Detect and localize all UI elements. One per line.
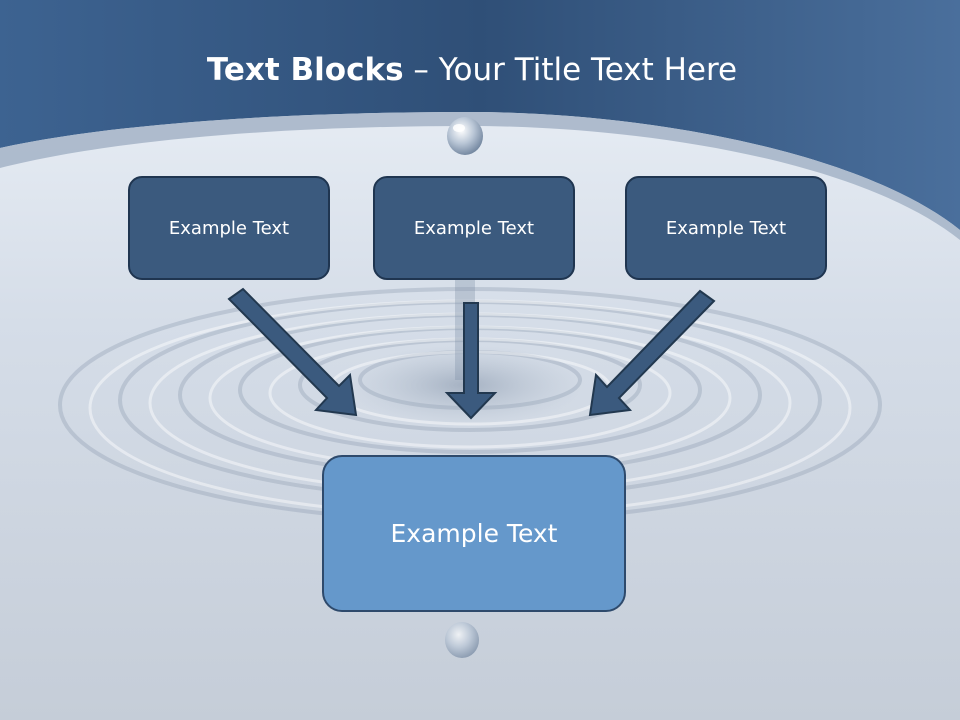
text-block-2-label: Example Text — [413, 217, 535, 239]
water-drop-icon — [447, 117, 483, 155]
arrow-right — [588, 289, 716, 417]
title-dash: – — [403, 52, 439, 88]
slide-title: Text Blocks – Your Title Text Here — [0, 52, 944, 88]
text-block-3-label: Example Text — [665, 217, 787, 239]
text-block-1-label: Example Text — [168, 217, 290, 239]
title-rest: Your Title Text Here — [438, 52, 738, 88]
text-block-2: Example Text — [373, 176, 575, 280]
result-block-label: Example Text — [390, 519, 558, 548]
arrow-center — [444, 302, 498, 420]
header-highlight-arc — [0, 112, 960, 240]
arrow-left — [227, 287, 358, 417]
header-band — [0, 0, 960, 230]
water-drop-reflection-icon — [445, 622, 479, 658]
text-block-1: Example Text — [128, 176, 330, 280]
text-block-3: Example Text — [625, 176, 827, 280]
result-block: Example Text — [322, 455, 626, 612]
title-bold-part: Text Blocks — [206, 52, 404, 88]
